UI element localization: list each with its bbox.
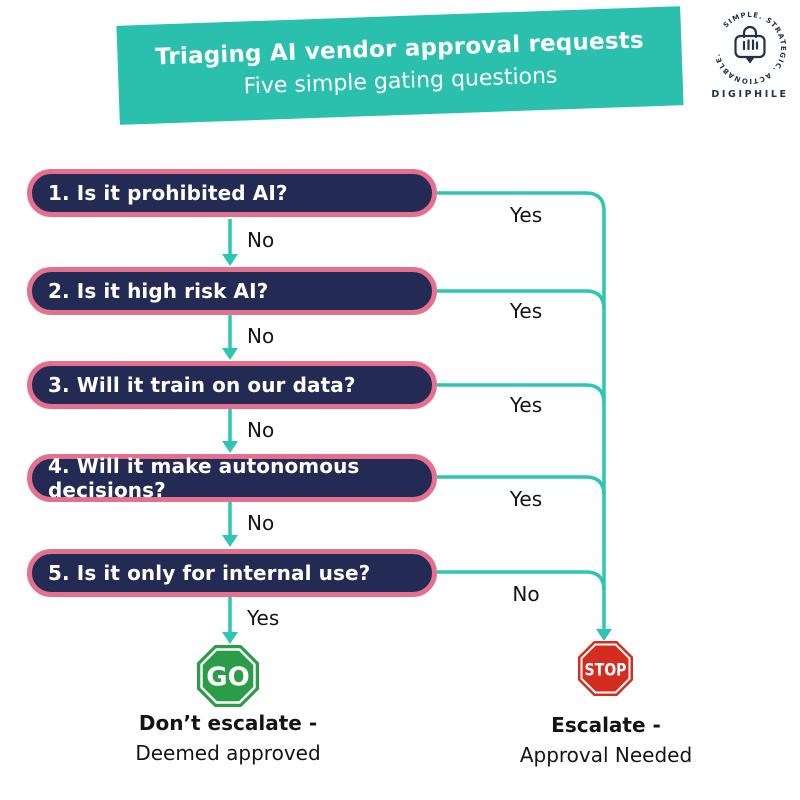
- trunk-arrowhead: [596, 629, 612, 641]
- question-label-5: 5. Is it only for internal use?: [48, 561, 371, 585]
- stop-outcome-caption: Escalate - Approval Needed: [446, 710, 766, 770]
- branch-label-4: Yes: [509, 487, 543, 511]
- stop-octagon-inner-ring: [580, 643, 631, 694]
- go-outcome-caption: Don’t escalate - Deemed approved: [68, 708, 388, 768]
- go-octagon: [197, 645, 259, 707]
- go-outcome-title: Don’t escalate -: [138, 711, 318, 735]
- question-box-5: 5. Is it only for internal use?: [27, 549, 437, 597]
- arrowheads: [222, 254, 612, 644]
- down-arrowhead-4: [222, 535, 238, 547]
- connector-lines: [228, 191, 606, 633]
- question-label-1: 1. Is it prohibited AI?: [48, 181, 288, 205]
- down-arrowhead-3: [222, 441, 238, 453]
- question-box-3: 3. Will it train on our data?: [27, 361, 437, 409]
- down-label-3: No: [247, 418, 275, 442]
- down-label-2: No: [247, 324, 275, 348]
- branch-label-5: No: [512, 582, 540, 606]
- logo-brand-text: DIGIPHILE: [711, 89, 788, 100]
- branch-line-4: [437, 475, 606, 496]
- down-arrowhead-2: [222, 348, 238, 360]
- logo-svg: SIMPLE. STRATEGIC. ACTIONABLE. DIGIPHILE: [711, 11, 788, 100]
- stop-sign-icon: STOP: [577, 640, 634, 701]
- down-label-1: No: [247, 228, 275, 252]
- branch-label-3: Yes: [509, 393, 543, 417]
- go-sign-icon: GO: [196, 644, 260, 712]
- branch-line-1-and-trunk: [437, 191, 606, 630]
- stop-outcome-subtitle: Approval Needed: [519, 743, 693, 767]
- branch-label-2: Yes: [509, 299, 543, 323]
- question-label-3: 3. Will it train on our data?: [48, 373, 356, 397]
- go-sign-label: GO: [206, 663, 249, 693]
- stop-octagon: [578, 641, 633, 696]
- stop-sign-label: STOP: [585, 661, 627, 681]
- down-label-4: No: [247, 511, 275, 535]
- branch-line-2: [437, 289, 606, 310]
- digiphile-logo: SIMPLE. STRATEGIC. ACTIONABLE. DIGIPHILE: [700, 6, 800, 106]
- stop-sign-svg: STOP: [578, 641, 633, 696]
- go-outcome-subtitle: Deemed approved: [135, 741, 321, 765]
- branch-line-5: [437, 570, 606, 591]
- stop-outcome-title: Escalate -: [551, 713, 661, 737]
- down-arrowhead-5: [222, 632, 238, 644]
- speech-bubble-lock-icon: [734, 25, 766, 64]
- question-box-1: 1. Is it prohibited AI?: [27, 169, 437, 217]
- go-sign-svg: GO: [197, 645, 259, 707]
- go-octagon-inner-ring: [200, 648, 256, 704]
- branch-label-1: Yes: [509, 203, 543, 227]
- question-label-4: 4. Will it make autonomous decisions?: [48, 454, 360, 502]
- down-label-5: Yes: [247, 606, 280, 630]
- question-label-2: 2. Is it high risk AI?: [48, 279, 269, 303]
- question-box-4: 4. Will it make autonomous decisions?: [27, 454, 437, 502]
- question-box-2: 2. Is it high risk AI?: [27, 267, 437, 315]
- branch-line-3: [437, 383, 606, 404]
- down-arrowhead-1: [222, 254, 238, 266]
